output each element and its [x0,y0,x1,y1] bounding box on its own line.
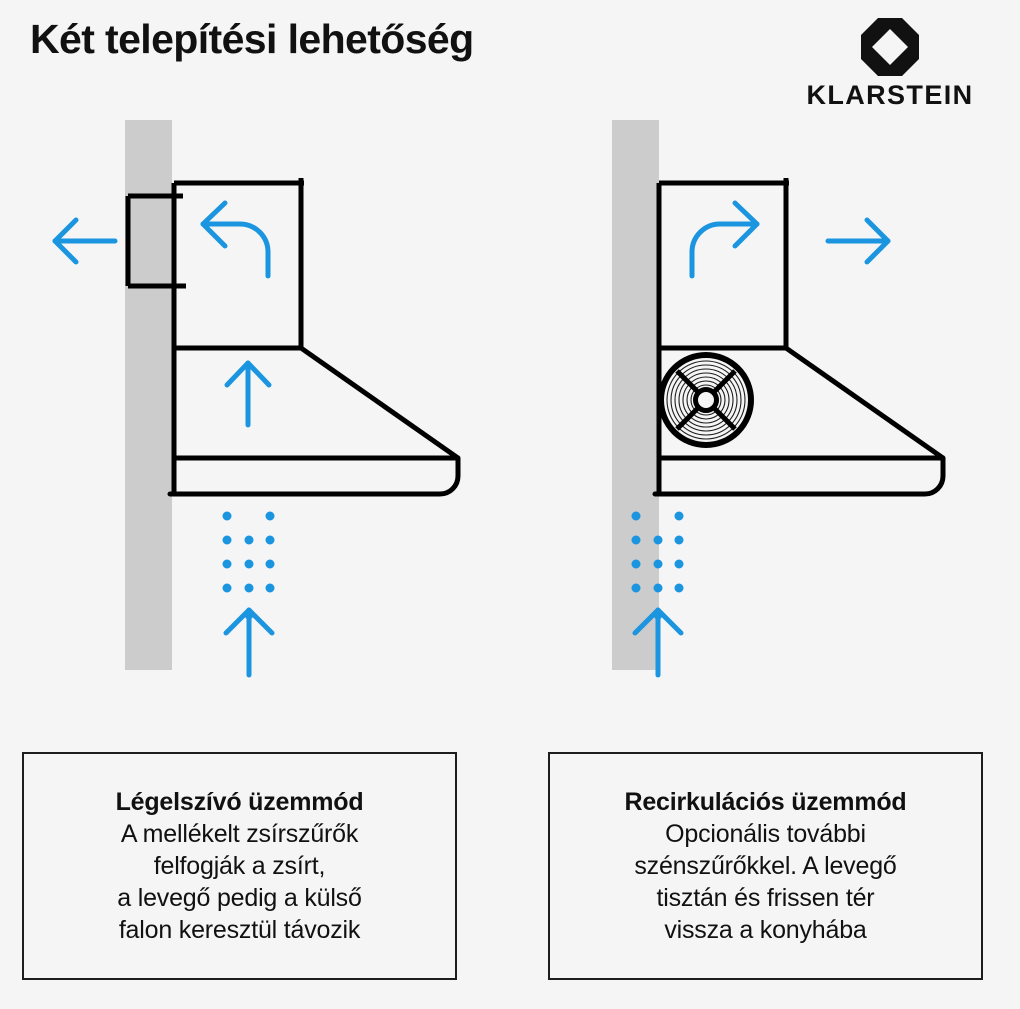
arrow-airflow-from-cooktop [223,607,275,678]
range-hood-canopy [171,345,460,461]
air-extraction-mode-diagram [52,120,461,678]
range-hood-front-rim [652,455,946,497]
carbon-filter-fan-icon [658,352,754,448]
arrow-clean-air-out [825,217,891,265]
page-title: Két telepítési lehetőség [30,16,474,62]
caption-box-air-extraction: Légelszívó üzemmód A mellékelt zsírszűrő… [22,752,457,980]
caption-body: Opcionális további szénszűrőkkel. A leve… [634,820,897,944]
brand-logo: KLARSTEIN [790,18,990,109]
caption-heading: Recirkulációs üzemmód [624,788,907,816]
arrow-curved-to-outlet [689,200,760,279]
brand-wordmark: KLARSTEIN [806,80,974,110]
octagon-diamond-icon [861,18,919,76]
range-hood-chimney [656,178,789,351]
caption-box-recirculation: Recirkulációs üzemmód Opcionális további… [548,752,983,980]
wall-section [125,120,172,670]
arrow-airflow-into-hood [224,360,272,428]
arrow-curved-to-duct [200,200,271,279]
grease-particles-dots [631,511,684,620]
range-hood-chimney [171,178,304,351]
arrow-out-through-wall [52,217,118,265]
caption-body: A mellékelt zsírszűrők felfogják a zsírt… [117,820,362,944]
range-hood-front-rim [167,455,461,497]
arrow-airflow-from-cooktop [632,607,684,678]
grease-particles-dots [222,511,275,620]
caption-heading: Légelszívó üzemmód [115,788,364,816]
wall-section [612,120,659,670]
recirculation-mode-diagram [612,120,946,678]
